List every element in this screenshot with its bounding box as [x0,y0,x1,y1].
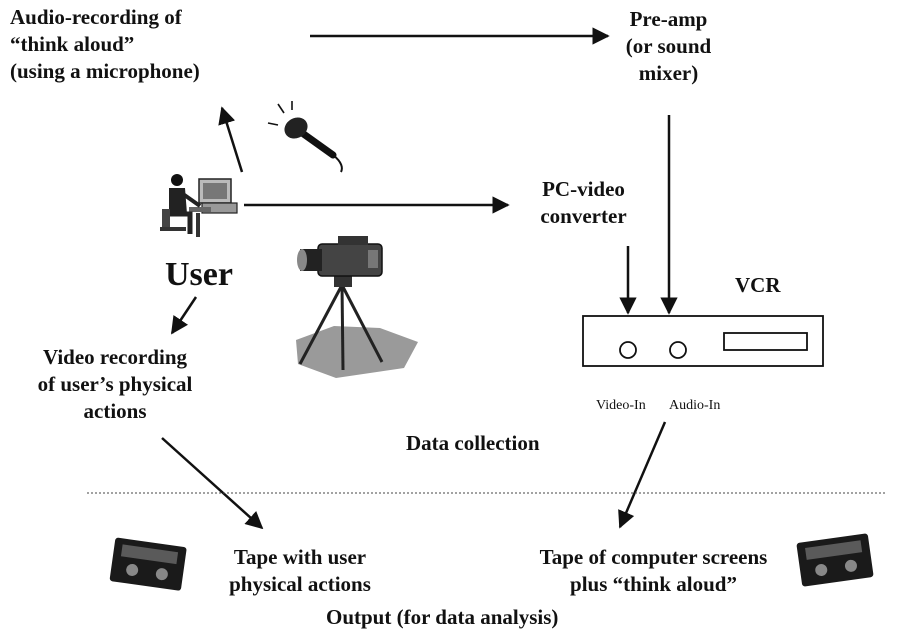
arrow-user-to-audio-recording [218,106,244,173]
videotape-icon [796,533,874,587]
data-collection-heading: Data collection [406,431,540,455]
arrow-user-to-video-recording [170,296,198,335]
video-recording-label: Video recording of user’s physical actio… [37,345,193,423]
microphone-icon [267,101,343,173]
audio-in-label: Audio-In [669,398,721,413]
arrows [161,27,678,530]
video-camera-on-tripod-icon [296,236,418,378]
user-at-computer-icon [160,174,238,237]
arrow-video-recording-to-tape [161,437,264,530]
audio-recording-label: Audio-recording of “think aloud” (using … [10,5,200,83]
tape-computer-screens-label: Tape of computer screens plus “think alo… [539,545,768,596]
output-heading: Output (for data analysis) [326,605,559,629]
videotape-icon [109,537,187,591]
vcr-label: VCR [735,273,781,297]
preamp-label: Pre-amp (or sound mixer) [625,7,712,85]
user-label: User [165,256,233,293]
arrow-vcr-to-tape-screens [618,421,667,529]
vcr-device-icon [582,315,824,367]
pc-video-converter-label: PC-video converter [540,177,627,228]
tape-user-actions-label: Tape with user physical actions [229,545,371,596]
video-in-label: Video-In [596,398,646,413]
